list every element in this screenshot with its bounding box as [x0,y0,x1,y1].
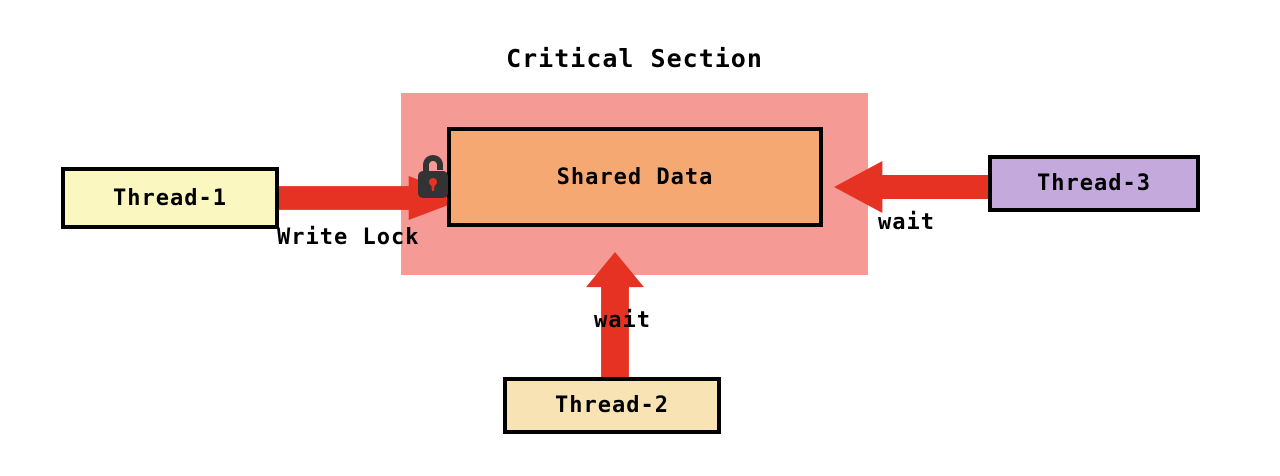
arrow-label-write-lock: Write Lock [277,225,420,250]
thread-box-thread-2: Thread-2 [503,377,721,434]
page-title: Critical Section [506,44,763,73]
thread-box-thread-3: Thread-3 [988,155,1200,212]
shared-data-box: Shared Data [447,127,823,227]
arrow-label-wait-thread-2: wait [594,308,651,333]
shared-data-label: Shared Data [556,164,714,190]
thread-2-label: Thread-2 [555,393,669,418]
arrow-label-wait-thread-3: wait [878,210,935,235]
thread-1-label: Thread-1 [113,185,227,211]
padlock-icon [413,149,453,203]
thread-3-label: Thread-3 [1037,171,1151,196]
thread-box-thread-1: Thread-1 [61,167,279,229]
